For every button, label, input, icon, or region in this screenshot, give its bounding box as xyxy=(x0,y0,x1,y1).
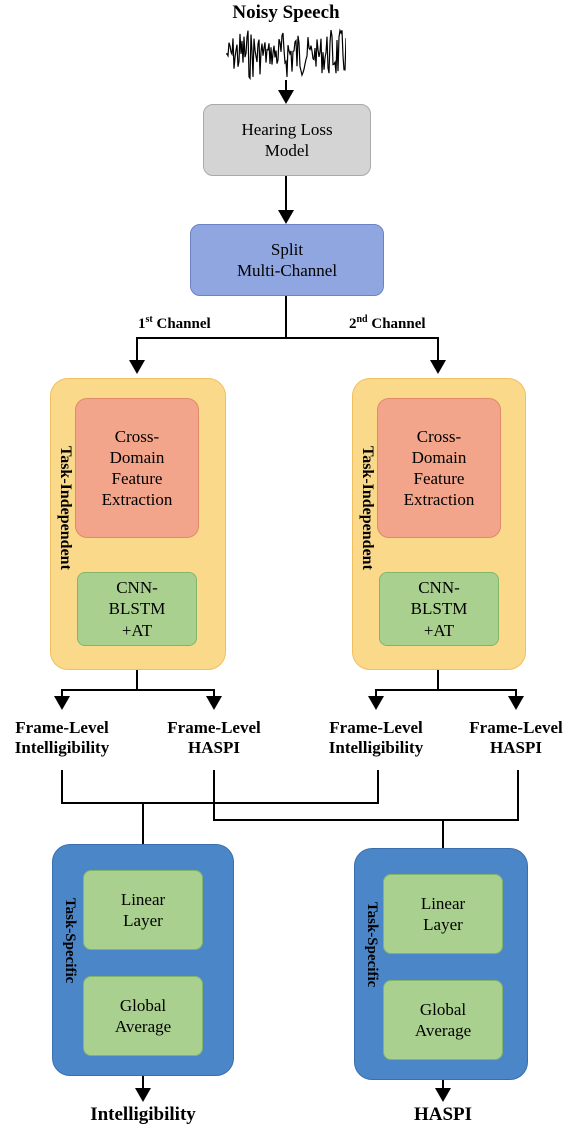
output-haspi: HASPI xyxy=(413,1104,473,1125)
feature-1-line4: Extraction xyxy=(101,490,173,510)
model-2-line1: CNN- xyxy=(418,578,460,598)
channel-2-label: 2nd Channel xyxy=(349,314,426,332)
task-independent-label-2: Task-Independent xyxy=(359,446,376,570)
waveform-icon xyxy=(226,28,346,81)
task-specific-label-2: Task-Specific xyxy=(364,902,380,988)
output-intelligibility: Intelligibility xyxy=(90,1104,196,1125)
channel-1-label: 1st Channel xyxy=(138,314,211,332)
feature-2-line4: Extraction xyxy=(403,490,475,510)
feature-1-line2: Domain xyxy=(109,447,165,467)
model-2-line3: +AT xyxy=(423,620,455,640)
split-line2: Multi-Channel xyxy=(236,261,338,280)
hearing-loss-line2: Model xyxy=(264,141,310,160)
task-specific-label-1: Task-Specific xyxy=(62,898,78,984)
feature-1-line3: Feature xyxy=(111,469,163,488)
feature-1-line1: Cross- xyxy=(114,426,160,446)
model-2-line2: BLSTM xyxy=(410,599,468,619)
model-1-line1: CNN- xyxy=(116,578,158,598)
hearing-loss-line1: Hearing Loss xyxy=(241,119,333,139)
split-line1: Split xyxy=(270,239,304,259)
feature-extraction-box-2: Cross- Domain Feature Extraction xyxy=(377,398,501,538)
input-title: Noisy Speech xyxy=(232,2,340,23)
split-multichannel-box: Split Multi-Channel xyxy=(190,224,384,296)
cnn-blstm-box-2: CNN- BLSTM +AT xyxy=(379,572,499,646)
model-1-line3: +AT xyxy=(121,620,153,640)
task-independent-label-1: Task-Independent xyxy=(57,446,74,570)
hearing-loss-model-box: Hearing Loss Model xyxy=(203,104,371,176)
feature-2-line2: Domain xyxy=(411,447,467,467)
feature-extraction-box-1: Cross- Domain Feature Extraction xyxy=(75,398,199,538)
cnn-blstm-box-1: CNN- BLSTM +AT xyxy=(77,572,197,646)
model-1-line2: BLSTM xyxy=(108,599,166,619)
feature-2-line1: Cross- xyxy=(416,426,462,446)
feature-2-line3: Feature xyxy=(413,469,465,488)
